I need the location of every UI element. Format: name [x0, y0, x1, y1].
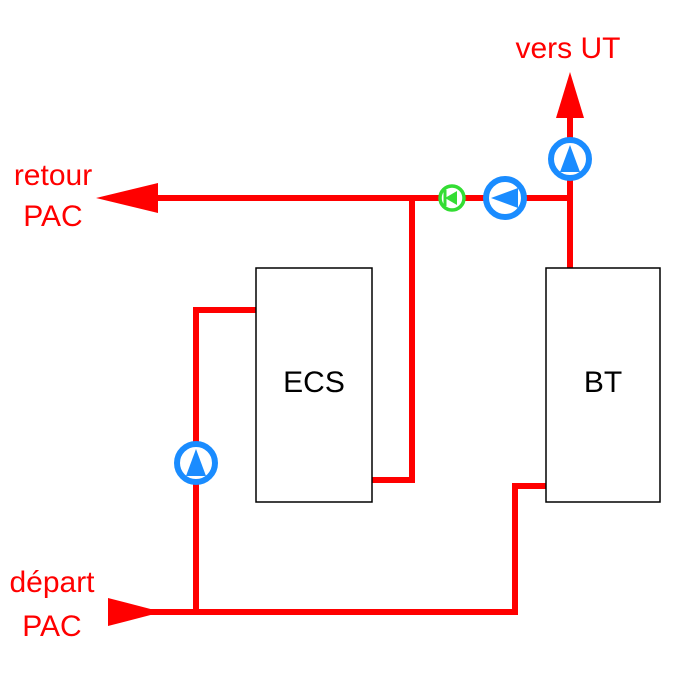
ecs-tank-body	[255, 267, 373, 503]
depart-label-line1: départ	[9, 566, 95, 599]
depart-pipe	[147, 483, 549, 615]
bt-tank-body	[545, 267, 661, 503]
pump-vers-ut-icon	[548, 137, 592, 181]
ecs-return-pipe	[369, 195, 415, 483]
bt-tank: BT	[545, 267, 661, 503]
ecs-supply-pipe	[193, 307, 259, 615]
bt-tank-label: BT	[584, 366, 622, 399]
pump-retour-icon	[483, 176, 527, 220]
retour-label-line2: PAC	[23, 200, 82, 233]
vers-ut-label: vers UT	[516, 32, 621, 65]
check-valve-icon	[438, 184, 466, 212]
depart-arrow-icon	[108, 598, 162, 626]
ecs-tank-label: ECS	[283, 366, 345, 399]
depart-label-line2: PAC	[22, 610, 81, 643]
retour-label-line1: retour	[14, 159, 92, 192]
ecs-tank: ECS	[255, 267, 373, 503]
vers-ut-arrow-icon	[556, 72, 584, 118]
retour-arrow-icon	[96, 183, 158, 213]
pump-ecs-icon	[174, 441, 218, 485]
